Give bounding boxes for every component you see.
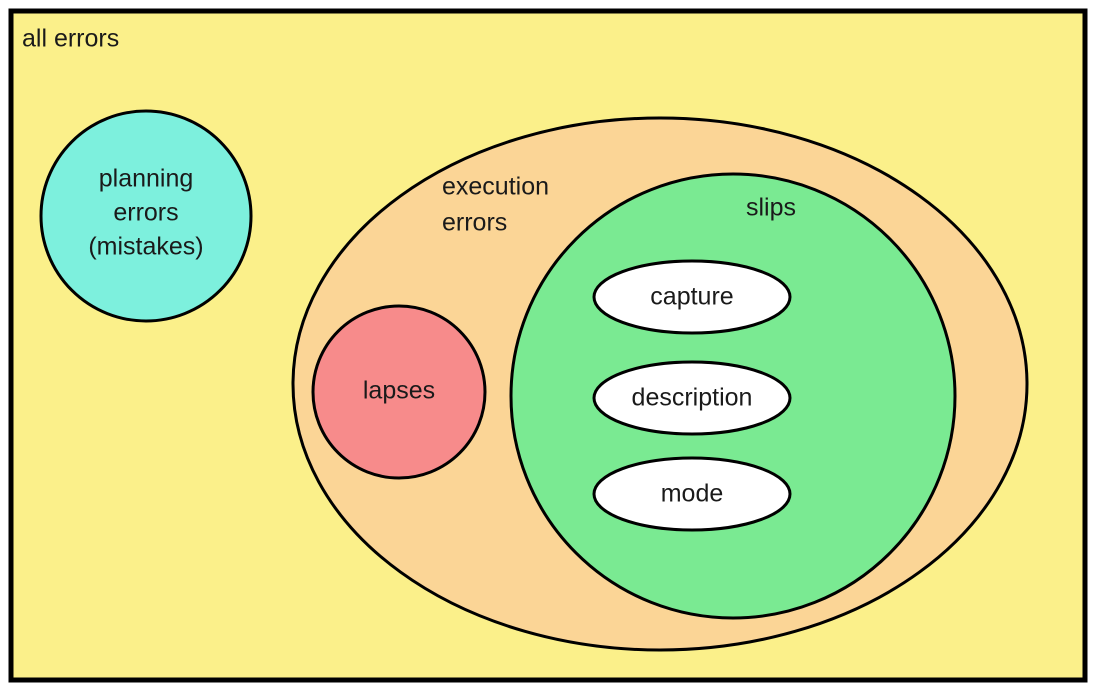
region-slip-mode[interactable] bbox=[592, 456, 792, 532]
region-slip-description[interactable] bbox=[592, 360, 792, 436]
region-planning-errors[interactable] bbox=[39, 109, 253, 323]
label-lapses: lapses bbox=[363, 377, 435, 405]
label-planning-errors-line3: (mistakes) bbox=[88, 233, 203, 261]
label-slip-mode: mode bbox=[661, 480, 724, 508]
region-slip-capture[interactable] bbox=[592, 259, 792, 335]
label-planning-errors-line2: errors bbox=[113, 199, 178, 227]
region-lapses[interactable] bbox=[311, 304, 487, 480]
label-slip-description: description bbox=[632, 384, 753, 412]
label-all-errors: all errors bbox=[22, 25, 119, 53]
caption-text bbox=[0, 688, 38, 700]
label-planning-errors-line1: planning bbox=[99, 165, 194, 193]
label-slips: slips bbox=[746, 194, 796, 222]
label-slip-capture: capture bbox=[650, 283, 733, 311]
label-execution-errors-line2: errors bbox=[442, 209, 507, 237]
label-execution-errors-line1: execution bbox=[442, 173, 549, 201]
figure-caption bbox=[0, 688, 1098, 700]
